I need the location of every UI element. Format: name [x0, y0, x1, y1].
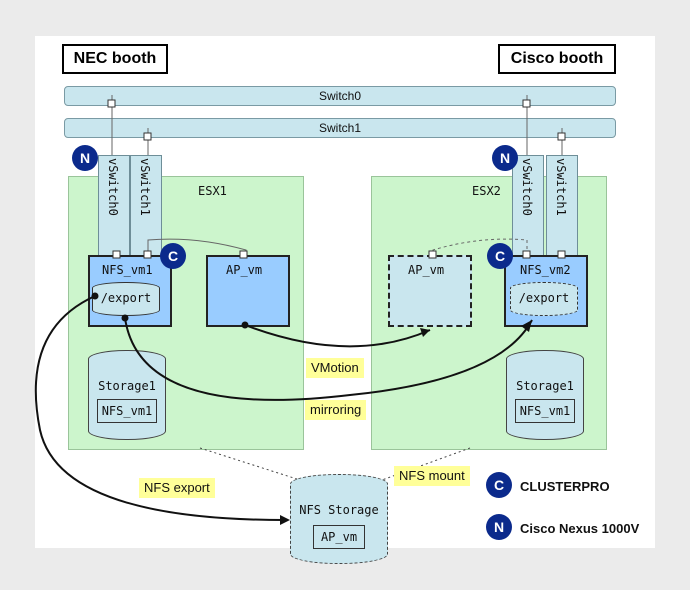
- esx1-export-label: /export: [100, 291, 152, 305]
- esx2-export-label: /export: [518, 291, 570, 305]
- esx2-clusterpro-badge: C: [487, 243, 513, 269]
- esx1-ap-vm-label: AP_vm: [226, 263, 263, 277]
- esx2-label: ESX2: [472, 184, 501, 198]
- esx1-nfs-vm-label: NFS_vm1: [102, 263, 153, 277]
- esx1-ap-vm-link: [147, 238, 247, 255]
- esx1-vswitch1-label: vSwitch1: [138, 158, 152, 216]
- nfs-storage-links: [199, 447, 471, 481]
- esx2-nfs-vm-label: NFS_vm2: [520, 263, 571, 277]
- esx1-vswitch0-label: vSwitch0: [106, 158, 120, 216]
- legend-clusterpro-text: CLUSTERPRO: [520, 479, 610, 494]
- switch1-bar: Switch1: [64, 118, 616, 138]
- legend-nexus-text: Cisco Nexus 1000V: [520, 521, 640, 536]
- esx2-ap-vm-label: AP_vm: [408, 263, 445, 277]
- esx1-vswitch1: vSwitch1: [130, 155, 162, 257]
- vmotion-label: VMotion: [306, 358, 364, 378]
- cisco-booth-label: Cisco booth: [498, 44, 616, 74]
- nfs-storage-disk: NFS Storage AP_vm: [290, 474, 388, 564]
- esx2-storage-label: Storage1: [516, 379, 574, 393]
- legend-nexus-badge: N: [486, 514, 512, 540]
- esx2-vswitch0-label: vSwitch0: [520, 158, 534, 216]
- mirroring-arrow: [124, 317, 533, 401]
- vmotion-arrow: [244, 324, 431, 348]
- esx1-clusterpro-badge: C: [160, 243, 186, 269]
- switch0-bar: Switch0: [64, 86, 616, 106]
- nfs-storage-content: AP_vm: [313, 525, 365, 549]
- esx1-vswitch0: vSwitch0: [98, 155, 130, 257]
- esx2-vswitch1: vSwitch1: [546, 155, 578, 257]
- nec-booth-label: NEC booth: [62, 44, 168, 74]
- esx2-export-disk: /export: [510, 282, 578, 316]
- esx2-vswitch1-label: vSwitch1: [554, 158, 568, 216]
- esx2-ap-vm-link: [432, 238, 528, 255]
- legend-clusterpro-badge: C: [486, 472, 512, 498]
- esx1-storage-disk: Storage1 NFS_vm1: [88, 350, 166, 440]
- esx1-storage-label: Storage1: [98, 379, 156, 393]
- nfs-export-label: NFS export: [139, 478, 215, 498]
- esx2-storage-disk: Storage1 NFS_vm1: [506, 350, 584, 440]
- esx1-storage-content: NFS_vm1: [97, 399, 157, 423]
- switch-ports: [107, 99, 566, 259]
- esx1-export-disk: /export: [92, 282, 160, 316]
- esx2-nexus-badge: N: [492, 145, 518, 171]
- esx1-nexus-badge: N: [72, 145, 98, 171]
- esx2-ap-vm-ghost: AP_vm: [388, 255, 472, 327]
- nfs-storage-label: NFS Storage: [299, 503, 379, 517]
- arrow-heads: [91, 292, 532, 525]
- esx2-storage-content: NFS_vm1: [515, 399, 575, 423]
- nfs-export-arrow: [34, 295, 286, 521]
- nfs-mount-label: NFS mount: [394, 466, 470, 486]
- esx2-vswitch0: vSwitch0: [512, 155, 544, 257]
- mirroring-label: mirroring: [305, 400, 367, 420]
- esx1-label: ESX1: [198, 184, 227, 198]
